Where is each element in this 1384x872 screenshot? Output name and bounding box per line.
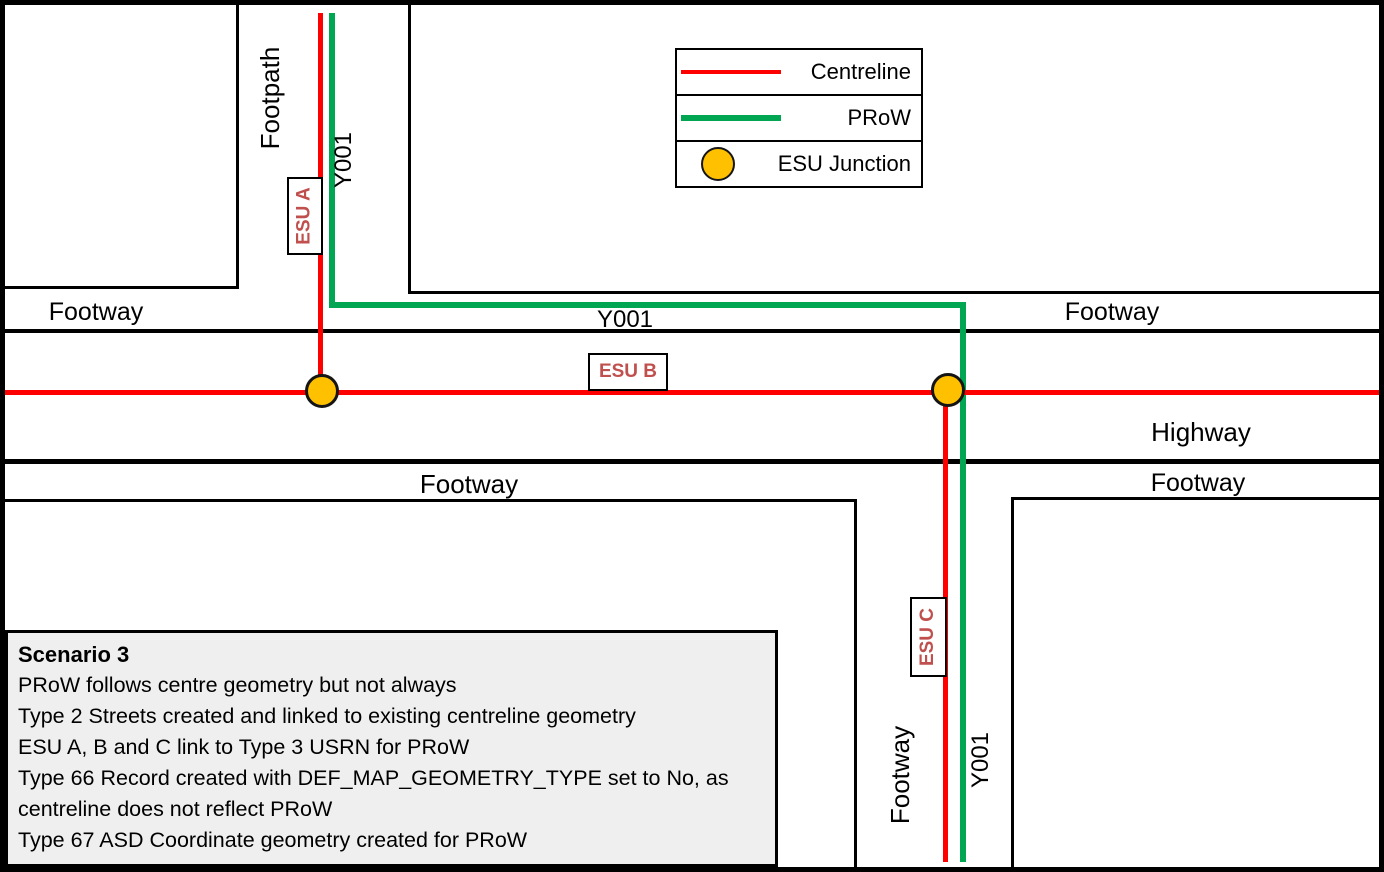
esu-junction-swatch xyxy=(701,147,735,181)
topleft-block-bottom-edge xyxy=(5,286,239,289)
esu-a-label-box: ESU A xyxy=(287,177,323,255)
legend-row-prow: PRoW xyxy=(677,96,921,142)
scenario-line: ESU A, B and C link to Type 3 USRN for P… xyxy=(18,735,470,759)
bottomright-block-top-edge xyxy=(1011,497,1379,500)
street-ref-label-top-corridor: Y001 xyxy=(330,131,357,189)
scenario-line: Type 2 Streets created and linked to exi… xyxy=(18,704,636,728)
scenario-line: Type 66 Record created with DEF_MAP_GEOM… xyxy=(18,766,729,790)
esu-junction-node-left xyxy=(305,374,339,408)
esu-b-label: ESU B xyxy=(598,361,658,382)
legend-centreline-label: Centreline xyxy=(810,59,911,84)
highway-top-boundary xyxy=(5,329,1379,333)
esu-b-label-box: ESU B xyxy=(588,353,668,391)
legend-prow-label: PRoW xyxy=(847,105,911,130)
scenario-title: Scenario 3 xyxy=(18,642,130,667)
scenario-note-box: Scenario 3 PRoW follows centre geometry … xyxy=(5,630,778,867)
street-ref-label-horizontal: Y001 xyxy=(596,306,654,333)
footway-label-bottom-left: Footway xyxy=(419,469,519,499)
footway-label-bottom-right: Footway xyxy=(1150,469,1246,497)
footway-label-bottom-corridor: Footway xyxy=(884,725,915,825)
highway-bottom-boundary xyxy=(5,459,1379,464)
prow-line-horizontal xyxy=(329,302,966,308)
centreline-horizontal xyxy=(5,390,1379,395)
legend-row-centreline: Centreline xyxy=(677,50,921,96)
topleft-block-right-edge xyxy=(236,5,239,288)
street-ref-label-bottom-corridor: Y001 xyxy=(967,731,994,789)
esu-junction-node-right xyxy=(931,373,965,407)
footway-label-top-right: Footway xyxy=(1064,298,1160,326)
footway-label-top-left: Footway xyxy=(48,298,144,326)
legend-row-esu-junction: ESU Junction xyxy=(677,142,921,186)
scenario-line: centreline does not reflect PRoW xyxy=(18,797,333,821)
legend: Centreline PRoW ESU Junction xyxy=(675,48,923,188)
prow-swatch xyxy=(681,115,781,121)
centreline-swatch xyxy=(681,70,781,74)
prow-line-vertical-bottom xyxy=(960,302,966,862)
esu-c-label: ESU C xyxy=(917,607,939,667)
bottomright-block-left-edge xyxy=(1011,497,1014,867)
esu-a-label: ESU A xyxy=(294,187,315,245)
topright-block-bottom-edge xyxy=(408,291,1379,294)
bottomleft-block-right-edge xyxy=(854,499,857,867)
legend-esu-junction-label: ESU Junction xyxy=(777,151,911,176)
scenario-line: Type 67 ASD Coordinate geometry created … xyxy=(18,828,528,852)
esu-c-label-box: ESU C xyxy=(910,597,947,677)
bottomleft-block-top-edge xyxy=(5,499,857,502)
scenario-line: PRoW follows centre geometry but not alw… xyxy=(18,673,457,697)
topright-block-left-edge xyxy=(408,5,411,293)
footpath-label: Footpath xyxy=(254,46,285,150)
prow-line-vertical-top xyxy=(329,13,335,308)
highway-label: Highway xyxy=(1151,417,1251,447)
